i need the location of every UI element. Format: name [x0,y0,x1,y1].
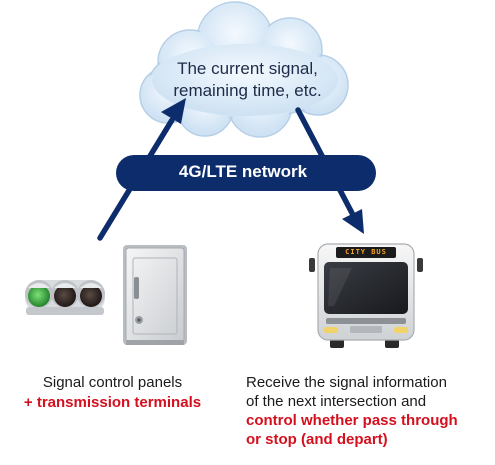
left-caption: Signal control panels + transmission ter… [0,373,225,413]
network-label: 4G/LTE network [178,162,308,181]
right-caption-line-4: or stop (and depart) [246,431,388,448]
cloud-text-line-1: The current signal, [177,59,318,78]
left-caption-line-2: + transmission terminals [23,394,202,411]
cloud-text: The current signal, remaining time, etc. [140,58,355,102]
right-caption-line-3: control whether pass through [246,412,458,429]
right-caption-line-1: Receive the signal information [246,374,447,391]
bus-icon [309,243,423,348]
network-banner [116,155,376,191]
traffic-signal-icon [25,280,105,315]
cloud-text-line-2: remaining time, etc. [173,81,322,100]
signal-control-panel-icon [123,245,187,345]
right-caption: Receive the signal information of the ne… [246,373,495,449]
right-caption-line-2: of the next intersection and [246,393,427,410]
bus-destination-sign: CITY BUS [345,248,387,256]
left-caption-line-1: Signal control panels [42,374,183,391]
